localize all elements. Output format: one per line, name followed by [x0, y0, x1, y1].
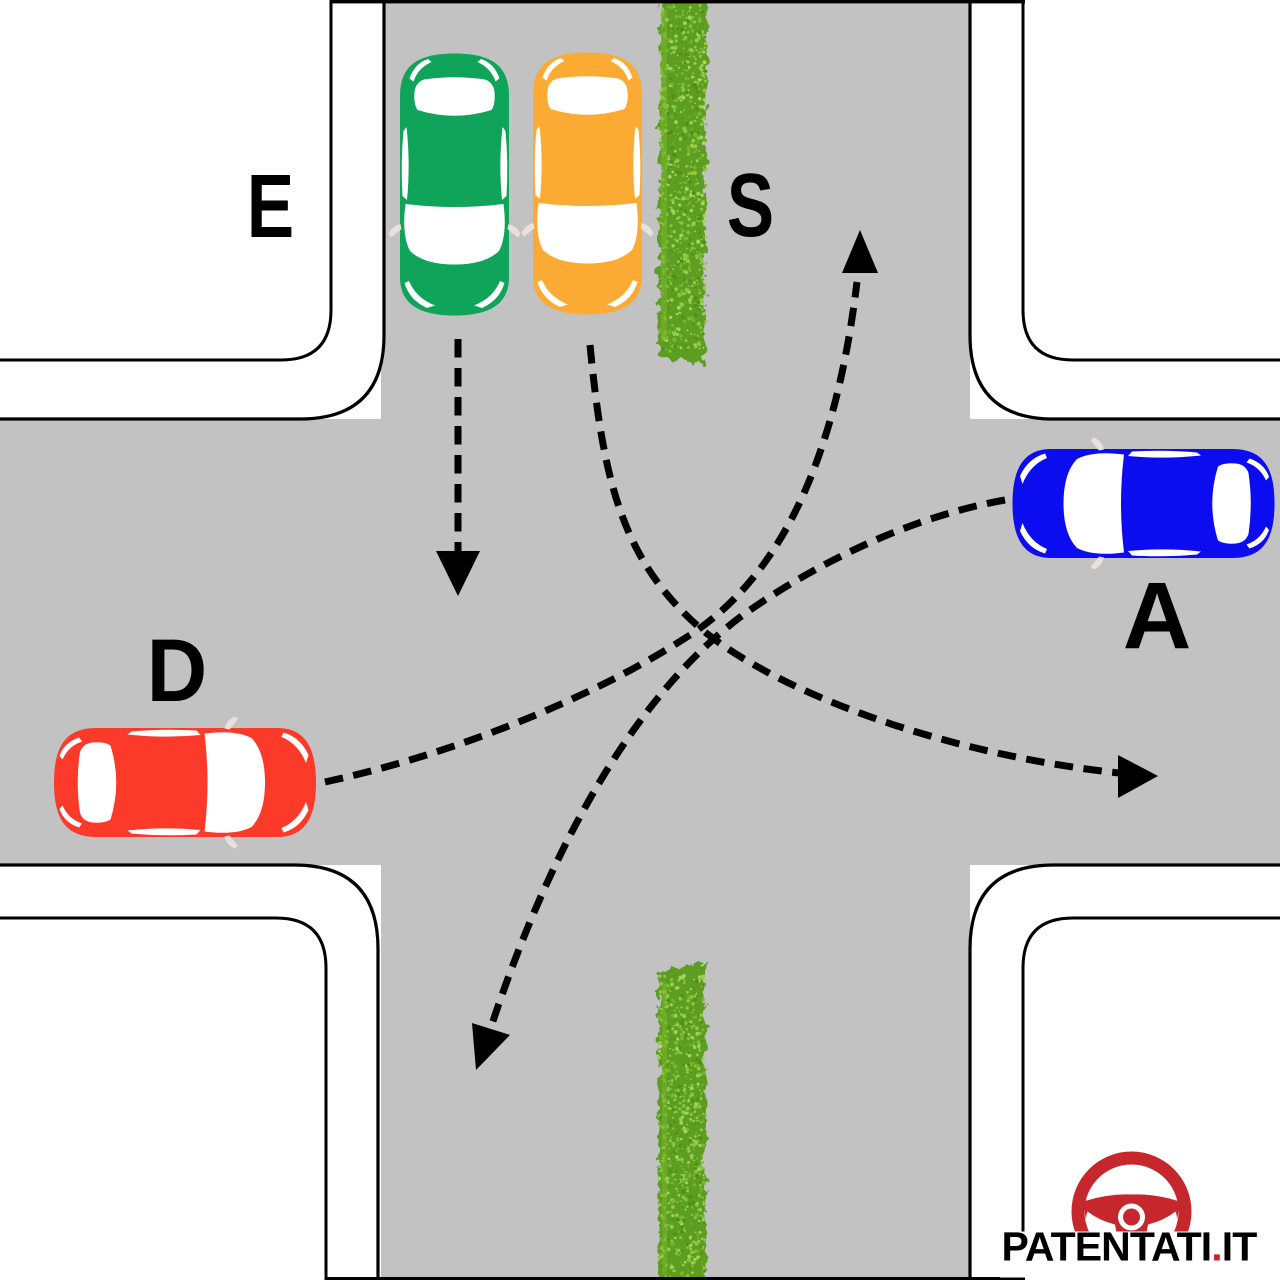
svg-text:S: S: [727, 156, 774, 256]
svg-text:E: E: [247, 157, 294, 257]
svg-text:A: A: [1123, 563, 1192, 669]
svg-text:PATENTATI.IT: PATENTATI.IT: [1002, 1224, 1258, 1270]
svg-text:D: D: [147, 622, 207, 721]
